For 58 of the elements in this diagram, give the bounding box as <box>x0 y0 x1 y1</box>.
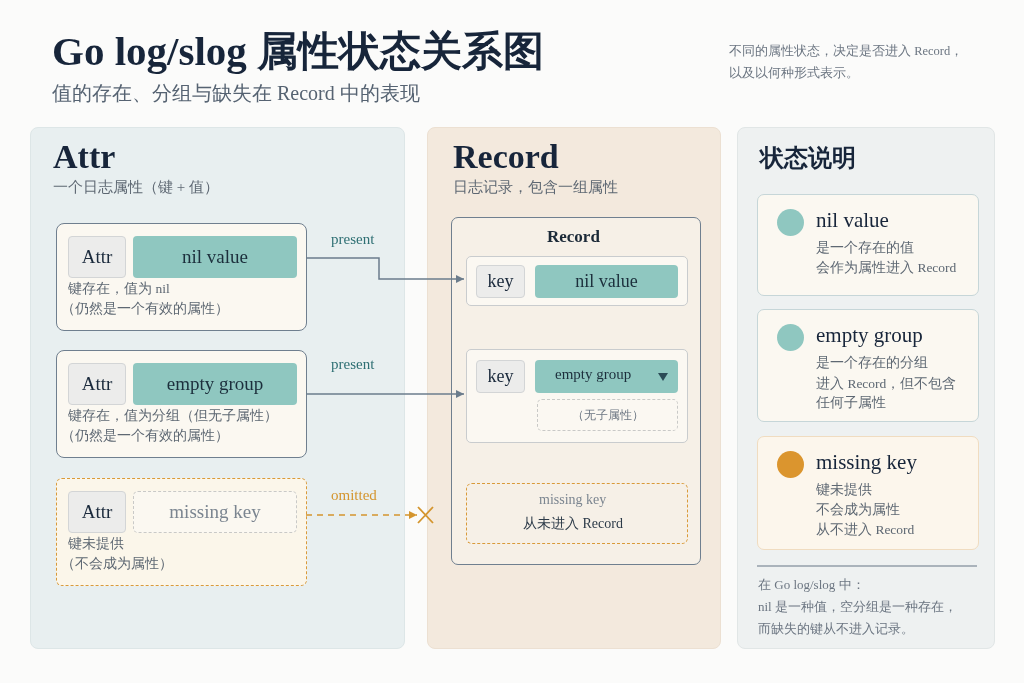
attribute-row <box>466 349 688 443</box>
description: （仍然是一个有效的属性） <box>61 300 229 318</box>
chip-label: empty group <box>555 366 632 383</box>
placeholder-box: （无子属性） <box>537 399 678 431</box>
state-card <box>757 436 979 550</box>
arrow <box>305 257 465 283</box>
card-text: 进入 Record，但不包含任何子属性 <box>816 375 958 412</box>
card-text: 不会成为属性 <box>816 501 900 519</box>
description: 键未提供 <box>68 535 124 553</box>
panel <box>427 127 721 649</box>
card-text: 键未提供 <box>816 481 872 499</box>
description: 键存在，值为 nil <box>68 280 170 298</box>
record-box <box>451 217 701 565</box>
note: 不同的属性状态，决定是否进入 Record，以及以何种形式表示。 <box>729 43 965 82</box>
card-heading: missing key <box>816 450 917 475</box>
cross-mark <box>417 506 434 524</box>
description: （不会成为属性） <box>61 555 173 573</box>
card-text: 会作为属性进入 Record <box>816 259 957 277</box>
key-chip: Attr <box>68 491 126 533</box>
card-heading: empty group <box>816 323 923 348</box>
attr-card <box>56 350 307 458</box>
panel-heading: 状态说明 <box>760 143 856 174</box>
attribute-row <box>466 256 688 306</box>
note-heading: 在 Go log/slog 中： <box>758 576 865 594</box>
value-chip: missing key <box>133 491 297 533</box>
description: （仍然是一个有效的属性） <box>61 427 229 445</box>
key-chip: key <box>476 360 525 393</box>
arrow <box>305 390 465 398</box>
box-label: missing key <box>539 492 607 508</box>
missing-box <box>466 483 688 544</box>
attr-card <box>56 223 307 331</box>
panel <box>30 127 405 649</box>
card-text: 是一个存在的分组 <box>816 354 928 372</box>
key-chip: key <box>476 265 525 298</box>
key-chip: Attr <box>68 363 126 405</box>
value-chip: nil value <box>535 265 678 298</box>
panel-subtitle: 一个日志属性（键 + 值） <box>53 178 219 197</box>
panel-subtitle: 日志记录，包含一组属性 <box>453 178 618 197</box>
panel-heading: Record <box>453 138 559 176</box>
card-text: 是一个存在的值 <box>816 239 914 257</box>
value-chip: empty group <box>133 363 297 405</box>
box-heading: Record <box>547 227 600 247</box>
note: nil 是一种值，空分组是一种存在，而缺失的键从不进入记录。 <box>758 598 958 638</box>
key-chip: Attr <box>68 236 126 278</box>
box-label: 从未进入 Record <box>523 515 623 533</box>
missing-attr-card <box>56 478 307 586</box>
panel-heading: Attr <box>53 138 116 176</box>
group-chip <box>535 360 678 393</box>
description: 键存在，值为分组（但无子属性） <box>68 407 278 425</box>
state-card <box>757 194 979 296</box>
panel <box>737 127 995 649</box>
card-heading: nil value <box>816 208 889 233</box>
value-chip: nil value <box>133 236 297 278</box>
subtitle: 值的存在、分组与缺失在 Record 中的表现 <box>52 81 420 106</box>
state-card <box>757 309 979 422</box>
card-text: 从不进入 Record <box>816 521 915 539</box>
title: Go log/slog 属性状态关系图 <box>52 27 545 76</box>
arrow <box>305 511 418 519</box>
